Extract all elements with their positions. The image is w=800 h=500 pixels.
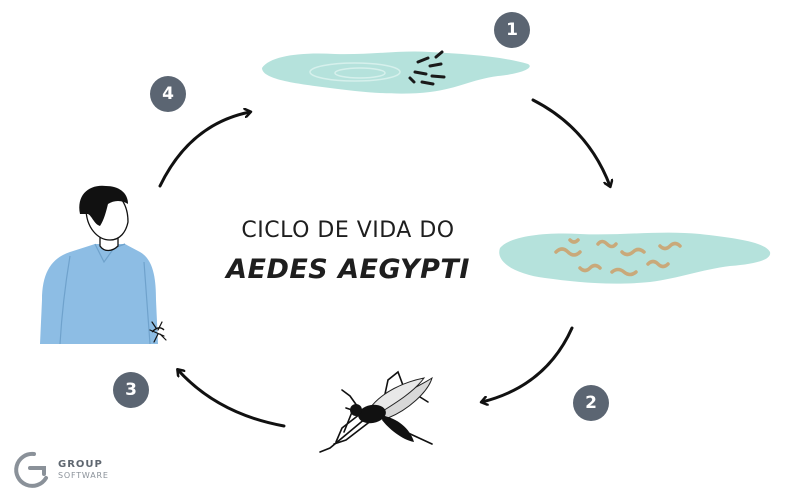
step-badge-4: 4 [150, 76, 186, 112]
step-badge-2: 2 [573, 385, 609, 421]
arrow-4-to-1 [158, 112, 250, 188]
diagram-title-line2: AEDES AEGYPTI [226, 254, 470, 285]
person-illustration [40, 185, 167, 345]
arrow-3-to-4 [178, 370, 286, 428]
diagram-title-line1: CICLO DE VIDA DO [241, 218, 455, 243]
small-mosquito-icon [149, 321, 167, 343]
puddle-larvae [499, 232, 771, 284]
cycle-arrows [158, 98, 610, 428]
step-badge-3: 3 [113, 372, 149, 408]
logo-text: GROUP SOFTWARE [58, 460, 109, 480]
logo-icon [14, 451, 48, 488]
arrow-2-to-3 [482, 326, 574, 402]
logo-name: GROUP [58, 459, 103, 470]
logo-subtitle: SOFTWARE [58, 471, 109, 480]
puddle-eggs [262, 50, 530, 94]
group-software-logo: GROUP SOFTWARE [14, 452, 109, 488]
mosquito-icon [319, 370, 433, 453]
larvae [554, 238, 682, 277]
step-badge-1: 1 [494, 12, 530, 48]
arrow-1-to-2 [531, 98, 610, 186]
eggs [408, 50, 446, 86]
